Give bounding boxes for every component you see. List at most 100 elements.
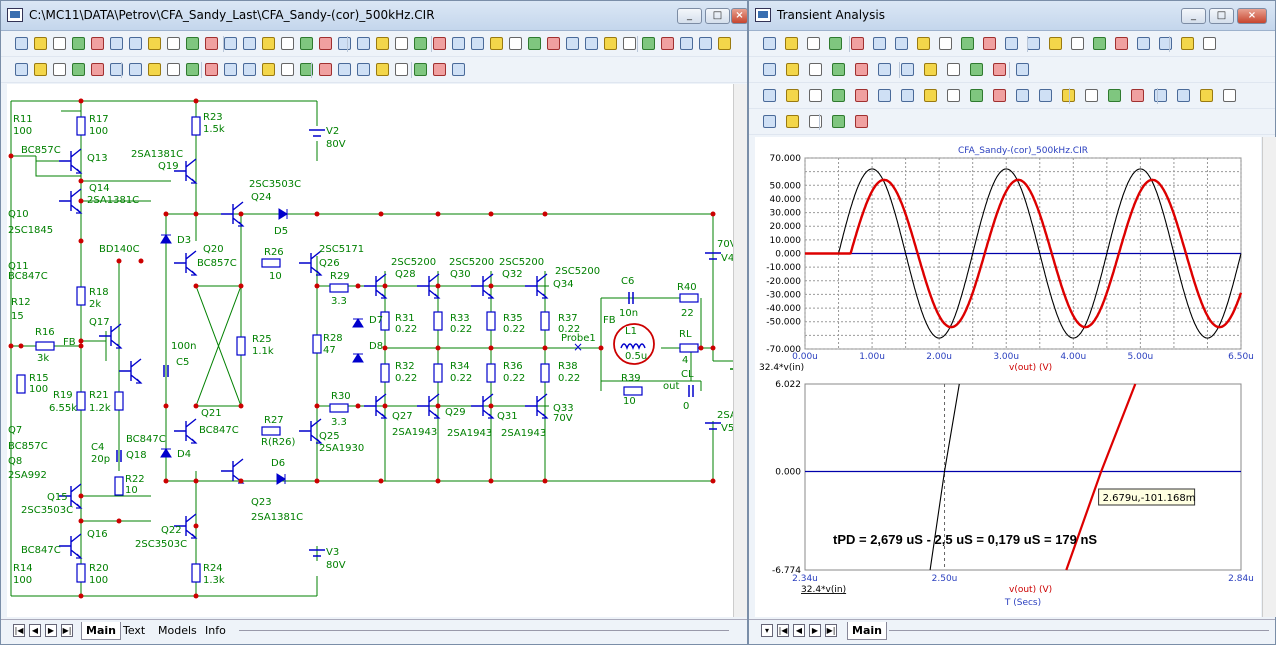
tool-tb1a-2-icon[interactable] — [51, 35, 68, 52]
tool-tb1b-21-icon[interactable] — [412, 61, 429, 78]
tool-tb2c-8-icon[interactable] — [945, 87, 962, 104]
next-page-icon[interactable]: ▶ — [45, 624, 57, 637]
tool-tb1a-11-icon[interactable] — [222, 35, 239, 52]
tool-tb1a-20-icon[interactable] — [393, 35, 410, 52]
tool-tb1b-6-icon[interactable] — [127, 61, 144, 78]
tool-tb2b-3-icon[interactable] — [830, 61, 847, 78]
tool-tb1a-7-icon[interactable] — [146, 35, 163, 52]
tool-tb1b-16-icon[interactable] — [317, 61, 334, 78]
tool-tb1a-32-icon[interactable] — [621, 35, 638, 52]
tool-tb2a-20-icon[interactable] — [1201, 35, 1218, 52]
tool-tb2a-17-icon[interactable] — [1135, 35, 1152, 52]
tool-tb1a-33-icon[interactable] — [640, 35, 657, 52]
tool-tb1b-22-icon[interactable] — [431, 61, 448, 78]
tool-tb2a-2-icon[interactable] — [805, 35, 822, 52]
tab-info[interactable]: Info — [205, 624, 226, 637]
tool-tb2c-16-icon[interactable] — [1129, 87, 1146, 104]
tool-tb2a-3-icon[interactable] — [827, 35, 844, 52]
tool-tb2a-5-icon[interactable] — [871, 35, 888, 52]
tool-tb2c-20-icon[interactable] — [1221, 87, 1238, 104]
plot-vertical-scrollbar[interactable] — [1262, 137, 1276, 617]
maximize-button[interactable]: □ — [705, 8, 730, 24]
tool-tb1b-5-icon[interactable] — [108, 61, 125, 78]
schematic-vertical-scrollbar[interactable] — [733, 84, 747, 617]
last-page-icon[interactable]: ▶| — [61, 624, 73, 637]
tool-tb2c-10-icon[interactable] — [991, 87, 1008, 104]
close-button[interactable]: × — [731, 8, 748, 24]
tool-tb2c-18-icon[interactable] — [1175, 87, 1192, 104]
tool-tb1a-35-icon[interactable] — [678, 35, 695, 52]
tool-tb2c-6-icon[interactable] — [899, 87, 916, 104]
tool-tb2a-9-icon[interactable] — [959, 35, 976, 52]
tool-tb2c-9-icon[interactable] — [968, 87, 985, 104]
tool-tb1a-21-icon[interactable] — [412, 35, 429, 52]
tool-tb1a-15-icon[interactable] — [298, 35, 315, 52]
analysis-next-page-icon[interactable]: ▶ — [809, 624, 821, 637]
tool-tb2a-16-icon[interactable] — [1113, 35, 1130, 52]
tool-tb2d-3-icon[interactable] — [830, 113, 847, 130]
tool-tb1b-15-icon[interactable] — [298, 61, 315, 78]
analysis-last-page-icon[interactable]: ▶| — [825, 624, 837, 637]
tool-tb2c-1-icon[interactable] — [784, 87, 801, 104]
tool-tb2a-14-icon[interactable] — [1069, 35, 1086, 52]
tool-tb1b-12-icon[interactable] — [241, 61, 258, 78]
tool-tb2c-2-icon[interactable] — [807, 87, 824, 104]
tool-tb1a-30-icon[interactable] — [583, 35, 600, 52]
tool-tb2c-0-icon[interactable] — [761, 87, 778, 104]
tool-tb2b-6-icon[interactable] — [899, 61, 916, 78]
tool-tb2b-11-icon[interactable] — [1014, 61, 1031, 78]
tool-tb1a-12-icon[interactable] — [241, 35, 258, 52]
tool-tb2b-2-icon[interactable] — [807, 61, 824, 78]
analysis-prev-page-icon[interactable]: ◀ — [793, 624, 805, 637]
tool-tb2c-19-icon[interactable] — [1198, 87, 1215, 104]
tool-tb2b-10-icon[interactable] — [991, 61, 1008, 78]
tool-tb1a-34-icon[interactable] — [659, 35, 676, 52]
tool-tb1b-18-icon[interactable] — [355, 61, 372, 78]
tool-tb1a-36-icon[interactable] — [697, 35, 714, 52]
tool-tb1b-2-icon[interactable] — [51, 61, 68, 78]
tool-tb2d-4-icon[interactable] — [853, 113, 870, 130]
tool-tb2a-4-icon[interactable] — [849, 35, 866, 52]
tool-tb1a-22-icon[interactable] — [431, 35, 448, 52]
tool-tb2c-3-icon[interactable] — [830, 87, 847, 104]
tool-tb1b-7-icon[interactable] — [146, 61, 163, 78]
tool-tb1a-1-icon[interactable] — [32, 35, 49, 52]
tool-tb2b-7-icon[interactable] — [922, 61, 939, 78]
analysis-minimize-button[interactable]: _ — [1181, 8, 1206, 24]
tool-tb2a-6-icon[interactable] — [893, 35, 910, 52]
tool-tb2c-4-icon[interactable] — [853, 87, 870, 104]
tool-tb2a-19-icon[interactable] — [1179, 35, 1196, 52]
tool-tb1a-24-icon[interactable] — [469, 35, 486, 52]
tool-tb2a-15-icon[interactable] — [1091, 35, 1108, 52]
tool-tb1a-16-icon[interactable] — [317, 35, 334, 52]
tool-tb1b-20-icon[interactable] — [393, 61, 410, 78]
prev-page-icon[interactable]: ◀ — [29, 624, 41, 637]
tool-tb1b-19-icon[interactable] — [374, 61, 391, 78]
tool-tb2b-1-icon[interactable] — [784, 61, 801, 78]
tool-tb1a-14-icon[interactable] — [279, 35, 296, 52]
tool-tb1a-5-icon[interactable] — [108, 35, 125, 52]
tool-tb1b-23-icon[interactable] — [450, 61, 467, 78]
tool-tb2c-11-icon[interactable] — [1014, 87, 1031, 104]
minimize-button[interactable]: _ — [677, 8, 702, 24]
analysis-close-button[interactable]: × — [1237, 8, 1267, 24]
tool-tb1b-3-icon[interactable] — [70, 61, 87, 78]
tool-tb1b-1-icon[interactable] — [32, 61, 49, 78]
tool-tb1a-27-icon[interactable] — [526, 35, 543, 52]
schematic-titlebar[interactable]: C:\MC11\DATA\Petrov\CFA_Sandy_Last\CFA_S… — [1, 1, 748, 31]
tool-tb1b-14-icon[interactable] — [279, 61, 296, 78]
tool-tb1a-4-icon[interactable] — [89, 35, 106, 52]
tool-tb2c-14-icon[interactable] — [1083, 87, 1100, 104]
tool-tb2c-13-icon[interactable] — [1060, 87, 1077, 104]
tool-tb2c-17-icon[interactable] — [1152, 87, 1169, 104]
tab-text[interactable]: Text — [123, 624, 146, 637]
tool-tb2a-8-icon[interactable] — [937, 35, 954, 52]
tool-tb2b-8-icon[interactable] — [945, 61, 962, 78]
tool-tb1a-10-icon[interactable] — [203, 35, 220, 52]
tool-tb2d-1-icon[interactable] — [784, 113, 801, 130]
tool-tb2b-5-icon[interactable] — [876, 61, 893, 78]
tool-tb1a-13-icon[interactable] — [260, 35, 277, 52]
tool-tb1b-10-icon[interactable] — [203, 61, 220, 78]
tool-tb1a-3-icon[interactable] — [70, 35, 87, 52]
